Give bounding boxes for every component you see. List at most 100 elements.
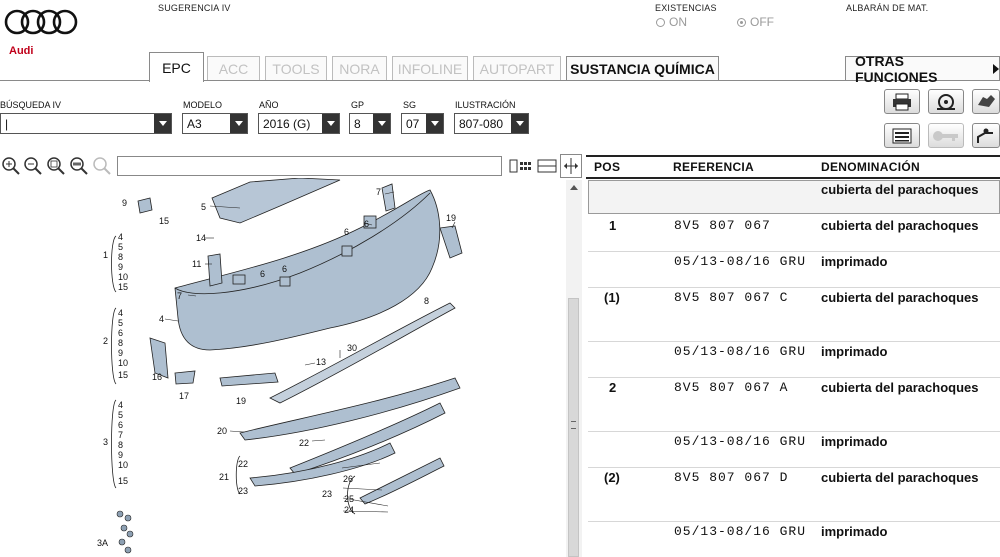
busqueda-input[interactable]: | <box>0 113 172 134</box>
row-denom[interactable]: imprimado <box>821 344 888 359</box>
callout-30[interactable]: 30 <box>347 343 358 353</box>
chevron-down-icon[interactable] <box>511 114 528 133</box>
existencias-on-radio[interactable]: ON <box>656 15 687 29</box>
callout-6-b[interactable]: 6 <box>344 227 350 237</box>
callout-15[interactable]: 15 <box>159 216 170 226</box>
callout-5[interactable]: 5 <box>201 202 207 212</box>
callout-11[interactable]: 11 <box>192 259 202 269</box>
tab-epc[interactable]: EPC <box>149 52 204 82</box>
callout-7-b[interactable]: 7 <box>177 291 183 301</box>
col-header-denominacion[interactable]: DENOMINACIÓN <box>821 160 920 174</box>
zoom-out-button[interactable] <box>22 155 44 177</box>
callout-7-a[interactable]: 7 <box>376 187 382 197</box>
callout-4[interactable]: 4 <box>159 314 165 324</box>
tab-autopart[interactable]: AUTOPART <box>473 56 561 80</box>
row-pos[interactable]: (1) <box>604 290 620 305</box>
row-pos[interactable]: (2) <box>604 470 620 485</box>
row-ref[interactable]: 05/13-08/16 GRU <box>674 254 807 269</box>
sg-select[interactable]: 07 <box>401 113 444 134</box>
row-ref[interactable]: 05/13-08/16 GRU <box>674 344 807 359</box>
chevron-down-icon[interactable] <box>373 114 390 133</box>
zoom-100-button[interactable] <box>68 155 90 177</box>
callout-25[interactable]: 25 <box>344 494 355 504</box>
parts-list-button[interactable] <box>884 123 920 148</box>
col-header-referencia[interactable]: REFERENCIA <box>673 160 755 174</box>
row-denom[interactable]: imprimado <box>821 434 888 449</box>
ilustracion-select[interactable]: 807-080 <box>454 113 529 134</box>
tab-sustancia-quimica[interactable]: SUSTANCIA QUÍMICA <box>566 56 719 80</box>
gloves-button[interactable] <box>972 89 1000 114</box>
row-ref[interactable]: 8V5 807 067 C <box>674 290 789 305</box>
callout-19-b[interactable]: 19 <box>236 396 247 406</box>
callout-21[interactable]: 21 <box>219 472 230 482</box>
row-pos[interactable]: 1 <box>609 218 617 233</box>
scroll-thumb[interactable] <box>568 298 579 557</box>
row-ref[interactable]: 8V5 807 067 D <box>674 470 789 485</box>
vehicle-lift-button[interactable] <box>972 123 1000 148</box>
parts-disc-button[interactable] <box>928 89 964 114</box>
chevron-down-icon[interactable] <box>426 114 443 133</box>
existencias-label: EXISTENCIAS <box>655 3 717 13</box>
callout-3a[interactable]: 3A <box>97 538 109 548</box>
callout-13[interactable]: 13 <box>316 357 327 367</box>
callout-14[interactable]: 14 <box>196 233 207 243</box>
callout-6-a[interactable]: 6 <box>364 219 370 229</box>
callout-22-b[interactable]: 22 <box>238 459 249 469</box>
row-ref[interactable]: 8V5 807 067 A <box>674 380 789 395</box>
scroll-up-icon[interactable] <box>570 185 578 190</box>
row-ref[interactable]: 8V5 807 067 <box>674 218 771 233</box>
tab-nora[interactable]: NORA <box>332 56 387 80</box>
chevron-down-icon[interactable] <box>230 114 247 133</box>
group-2-label[interactable]: 2 <box>103 336 109 346</box>
splitter-handle[interactable] <box>560 154 582 178</box>
otras-funciones-button[interactable]: OTRAS FUNCIONES <box>845 53 1000 85</box>
chevron-down-icon[interactable] <box>154 114 171 133</box>
callout-23-a[interactable]: 23 <box>238 486 249 496</box>
tab-tools[interactable]: TOOLS <box>265 56 327 80</box>
existencias-off-radio[interactable]: OFF <box>737 15 774 29</box>
key-button[interactable] <box>928 123 964 148</box>
callout-16[interactable]: 16 <box>152 372 163 382</box>
row-denom[interactable]: cubierta del parachoques <box>821 380 979 395</box>
print-button[interactable] <box>884 89 920 114</box>
radio-off-indicator[interactable] <box>737 17 746 27</box>
tab-infoline[interactable]: INFOLINE <box>392 56 468 80</box>
callout-24[interactable]: 24 <box>344 505 355 515</box>
group-1-label[interactable]: 1 <box>103 250 109 260</box>
viewer-search-field[interactable] <box>117 156 502 176</box>
row-ref[interactable]: 05/13-08/16 GRU <box>674 434 807 449</box>
gp-select[interactable]: 8 <box>349 113 391 134</box>
row-denom[interactable]: cubierta del parachoques <box>821 218 979 233</box>
zoom-fit-button[interactable] <box>45 155 67 177</box>
callout-20[interactable]: 20 <box>217 426 228 436</box>
callout-22-a[interactable]: 22 <box>299 438 310 448</box>
group-3-label[interactable]: 3 <box>103 437 109 447</box>
row-denom[interactable]: imprimado <box>821 524 888 539</box>
callout-19-a[interactable]: 19 <box>446 213 457 223</box>
viewer-scrollbar[interactable] <box>566 180 582 557</box>
row-denom[interactable]: cubierta del parachoques <box>821 470 979 485</box>
layout-split-button[interactable] <box>536 156 558 176</box>
callout-9[interactable]: 9 <box>122 198 128 208</box>
zoom-in-button[interactable] <box>0 155 22 177</box>
callout-6-d[interactable]: 6 <box>282 264 288 274</box>
callout-23-b[interactable]: 23 <box>322 489 333 499</box>
illustration-viewer[interactable]: 9 15 5 7 6 19 14 6 11 6 6 7 4 8 16 13 30… <box>0 178 566 557</box>
row-denom[interactable]: cubierta del parachoques <box>821 290 979 305</box>
row-pos[interactable]: 2 <box>609 380 617 395</box>
callout-8[interactable]: 8 <box>424 296 430 306</box>
chevron-down-icon[interactable] <box>322 114 339 133</box>
layout-list-button[interactable] <box>507 156 534 176</box>
ano-select[interactable]: 2016 (G) <box>258 113 340 134</box>
row-ref[interactable]: 05/13-08/16 GRU <box>674 524 807 539</box>
magnify-button[interactable] <box>91 155 113 177</box>
modelo-select[interactable]: A3 <box>182 113 248 134</box>
row-denom[interactable]: imprimado <box>821 254 888 269</box>
radio-on-indicator[interactable] <box>656 17 665 27</box>
table-title-row <box>588 180 1000 214</box>
callout-6-c[interactable]: 6 <box>260 269 266 279</box>
callout-17[interactable]: 17 <box>179 391 190 401</box>
callout-26[interactable]: 26 <box>343 474 354 484</box>
col-header-pos[interactable]: POS <box>594 160 621 174</box>
tab-acc[interactable]: ACC <box>207 56 260 80</box>
